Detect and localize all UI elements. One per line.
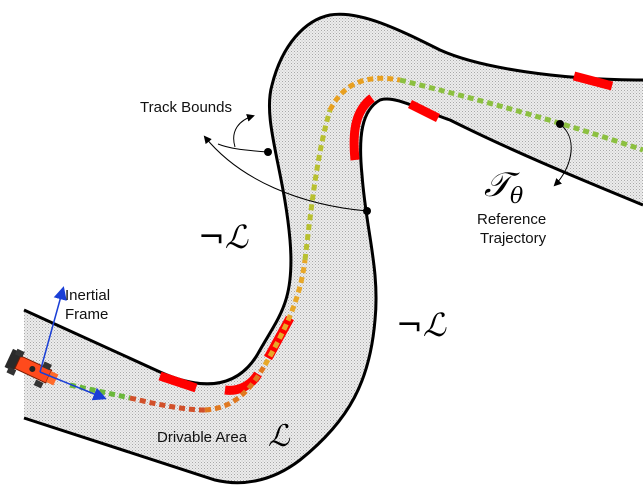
- inertial-label-line1: Inertial: [65, 287, 110, 304]
- curb-segment: [407, 99, 441, 123]
- inner-track-boundary: [23, 97, 643, 485]
- curb-segment: [349, 94, 375, 161]
- trajectory-symbol: 𝒯θ: [484, 165, 523, 209]
- inertial-frame-axes-icon: [39, 286, 107, 401]
- reference-trajectory-leader: [553, 123, 572, 187]
- reference-label-line2: Trajectory: [480, 230, 547, 247]
- track-bounds-arrow-upper: [233, 113, 255, 148]
- reference-label-line1: Reference: [477, 211, 546, 228]
- track-bounds-leader-lower: [203, 135, 368, 212]
- drivable-area-label: Drivable Area: [157, 429, 248, 446]
- not-drivable-label-left: ¬ℒ: [198, 218, 249, 256]
- not-drivable-label-right: ¬ℒ: [396, 306, 447, 344]
- track-bounds-label: Track Bounds: [140, 99, 232, 116]
- drivable-area: [24, 14, 643, 483]
- inertial-label-line2: Frame: [65, 306, 108, 323]
- outer-track-boundary: [23, 12, 643, 386]
- curb-segment: [158, 371, 198, 393]
- drivable-set-symbol: ℒ: [268, 419, 291, 454]
- track-bounds-point-outer: [264, 148, 272, 156]
- track-bounds-leader-upper: [217, 143, 269, 153]
- race-car-icon: [4, 348, 59, 389]
- track-bounds-point-inner: [363, 207, 371, 215]
- curb-segment: [572, 71, 614, 91]
